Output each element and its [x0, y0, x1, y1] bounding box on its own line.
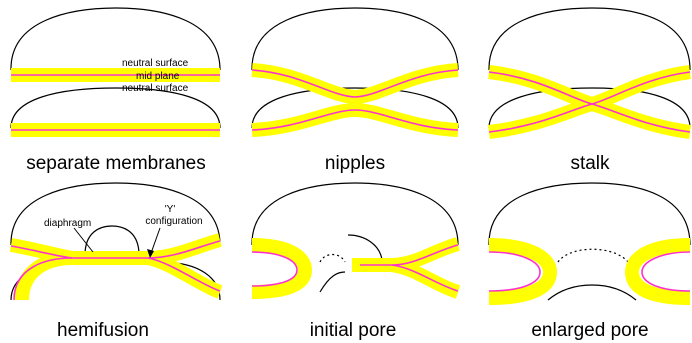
upper-vesicle-outline [252, 8, 458, 70]
panel-initial-pore: initial pore [252, 183, 458, 341]
panel-stalk: stalk [489, 8, 690, 174]
caption-hemifusion: hemifusion [57, 320, 149, 341]
caption-initial-pore: initial pore [310, 320, 397, 341]
inner-lower-outline [548, 285, 636, 300]
upper-vesicle-outline [11, 183, 220, 245]
caption-nipples: nipples [325, 153, 385, 174]
inner-lower-outline [320, 272, 345, 292]
panel-enlarged-pore: enlarged pore [489, 183, 690, 341]
lower-vesicle-outline [11, 88, 220, 128]
label-diaphragm: diaphragm [44, 218, 91, 229]
label-neutral-surface-top: neutral surface [122, 58, 189, 69]
caption-stalk: stalk [570, 153, 610, 174]
panel-hemifusion: diaphragm 'Y' configuration hemifusion [11, 183, 220, 341]
panel-nipples: nipples [252, 8, 458, 174]
lower-membrane [489, 104, 690, 132]
diaphragm-pointer [74, 228, 93, 252]
label-y-configuration: configuration [145, 216, 202, 227]
diaphragm-bubble [85, 226, 139, 255]
pore-rim-dotted [320, 255, 345, 263]
panel-separate-membranes: neutral surface mid plane neutral surfac… [11, 8, 220, 174]
upper-vesicle-outline [11, 8, 220, 70]
upper-vesicle-outline [489, 8, 690, 70]
caption-separate-membranes: separate membranes [26, 153, 206, 174]
pore-rim-dotted [558, 249, 628, 262]
inner-upper-outline [348, 235, 382, 260]
label-neutral-surface-bottom: neutral surface [122, 83, 189, 94]
label-y-quote: 'Y' [165, 204, 176, 215]
label-mid-plane: mid plane [136, 71, 180, 82]
caption-enlarged-pore: enlarged pore [531, 320, 648, 341]
upper-vesicle-outline [489, 183, 690, 245]
